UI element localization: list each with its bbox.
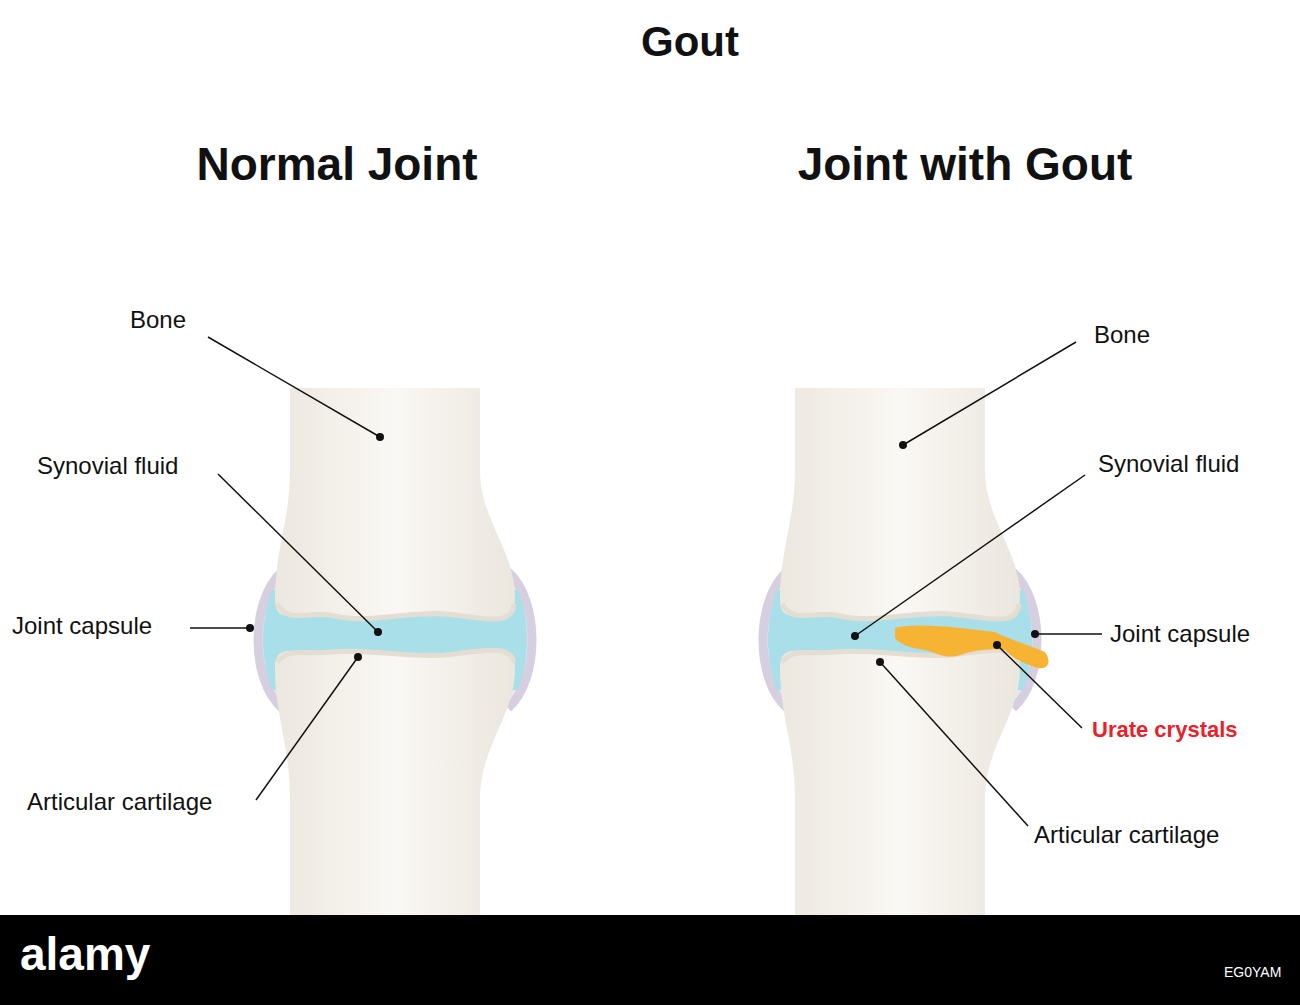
- leader-lines: [190, 337, 1102, 826]
- gout-joint: [763, 388, 1037, 915]
- part-label: Synovial fluid: [37, 452, 178, 481]
- watermark-bar: [0, 915, 1300, 1005]
- part-label: Synovial fluid: [1098, 450, 1239, 479]
- part-label: Bone: [1094, 321, 1150, 350]
- part-label: Urate crystals: [1092, 717, 1238, 743]
- part-label: Joint capsule: [1110, 620, 1250, 649]
- urate-crystals: [895, 625, 1049, 668]
- title: Gout: [641, 17, 739, 67]
- leader-dots: [246, 433, 1039, 666]
- part-label: Bone: [130, 306, 186, 335]
- part-label: Joint capsule: [12, 612, 152, 641]
- normal-joint: [258, 388, 532, 915]
- heading: Normal Joint: [196, 137, 477, 192]
- part-label: Articular cartilage: [27, 788, 212, 817]
- heading: Joint with Gout: [798, 137, 1133, 192]
- part-label: Articular cartilage: [1034, 821, 1219, 850]
- watermark: EG0YAM: [1224, 964, 1281, 981]
- watermark: alamy: [20, 927, 150, 982]
